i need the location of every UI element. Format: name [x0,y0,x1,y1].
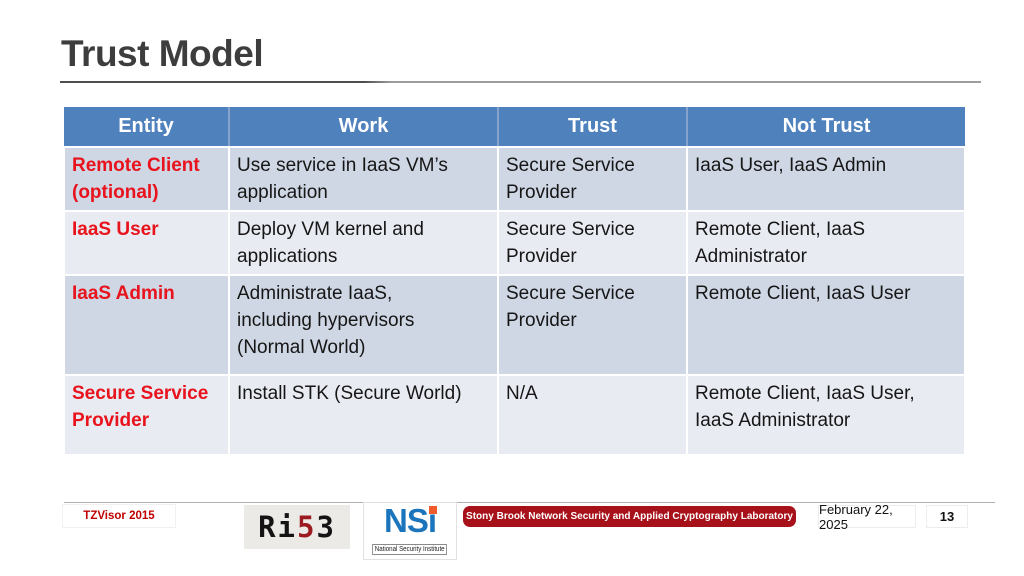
ris3-logo-letter: 3 [316,509,336,544]
column-header-entity: Entity [64,107,229,148]
nsi-logo-subtext: National Security Institute [372,544,448,555]
cell-work: Install STK (Secure World) [228,374,499,456]
ris3-logo-letter: 5 [297,509,317,544]
cell-trust: Secure Service Provider [497,210,688,276]
footer-divider [64,502,995,503]
table-row: Remote Client (optional) Use service in … [63,146,966,212]
cell-trust: N/A [497,374,688,456]
cell-entity: Remote Client (optional) [63,146,230,212]
ris3-logo-letter: R [258,509,278,544]
cell-not-trust: Remote Client, IaaS User [686,274,966,376]
cell-entity: IaaS Admin [63,274,230,376]
table-row: IaaS Admin Administrate IaaS, including … [63,274,966,376]
cell-not-trust: Remote Client, IaaS User, IaaS Administr… [686,374,966,456]
table-row: IaaS User Deploy VM kernel and applicati… [63,210,966,276]
ris3-logo: R i 5 3 [244,505,350,549]
cell-trust: Secure Service Provider [497,274,688,376]
cell-work: Deploy VM kernel and applications [228,210,499,276]
column-header-trust: Trust [497,107,687,148]
lab-banner: Stony Brook Network Security and Applied… [463,506,796,527]
table-row: Secure Service Provider Install STK (Sec… [63,374,966,456]
nsi-logo: NSı National Security Institute [363,502,457,560]
cell-entity: IaaS User [63,210,230,276]
cell-entity: Secure Service Provider [63,374,230,456]
slide-date: February 22, 2025 [818,502,916,532]
nsi-logo-letters: NSı [383,502,437,539]
page-title: Trust Model [61,33,264,74]
trust-model-table: Entity Work Trust Not Trust Remote Clien… [63,107,966,456]
column-header-not-trust: Not Trust [686,107,965,148]
footer-project-label: TZVisor 2015 [63,505,175,527]
cell-work: Use service in IaaS VM’s application [228,146,499,212]
cell-not-trust: Remote Client, IaaS Administrator [686,210,966,276]
cell-work: Administrate IaaS, including hypervisors… [228,274,499,376]
column-header-work: Work [228,107,498,148]
table-header-row: Entity Work Trust Not Trust [64,107,965,148]
cell-trust: Secure Service Provider [497,146,688,212]
nsi-orange-dot-icon [429,506,437,514]
cell-not-trust: IaaS User, IaaS Admin [686,146,966,212]
ris3-logo-letter: i [277,509,297,544]
title-divider [60,81,981,83]
page-number: 13 [926,505,968,528]
